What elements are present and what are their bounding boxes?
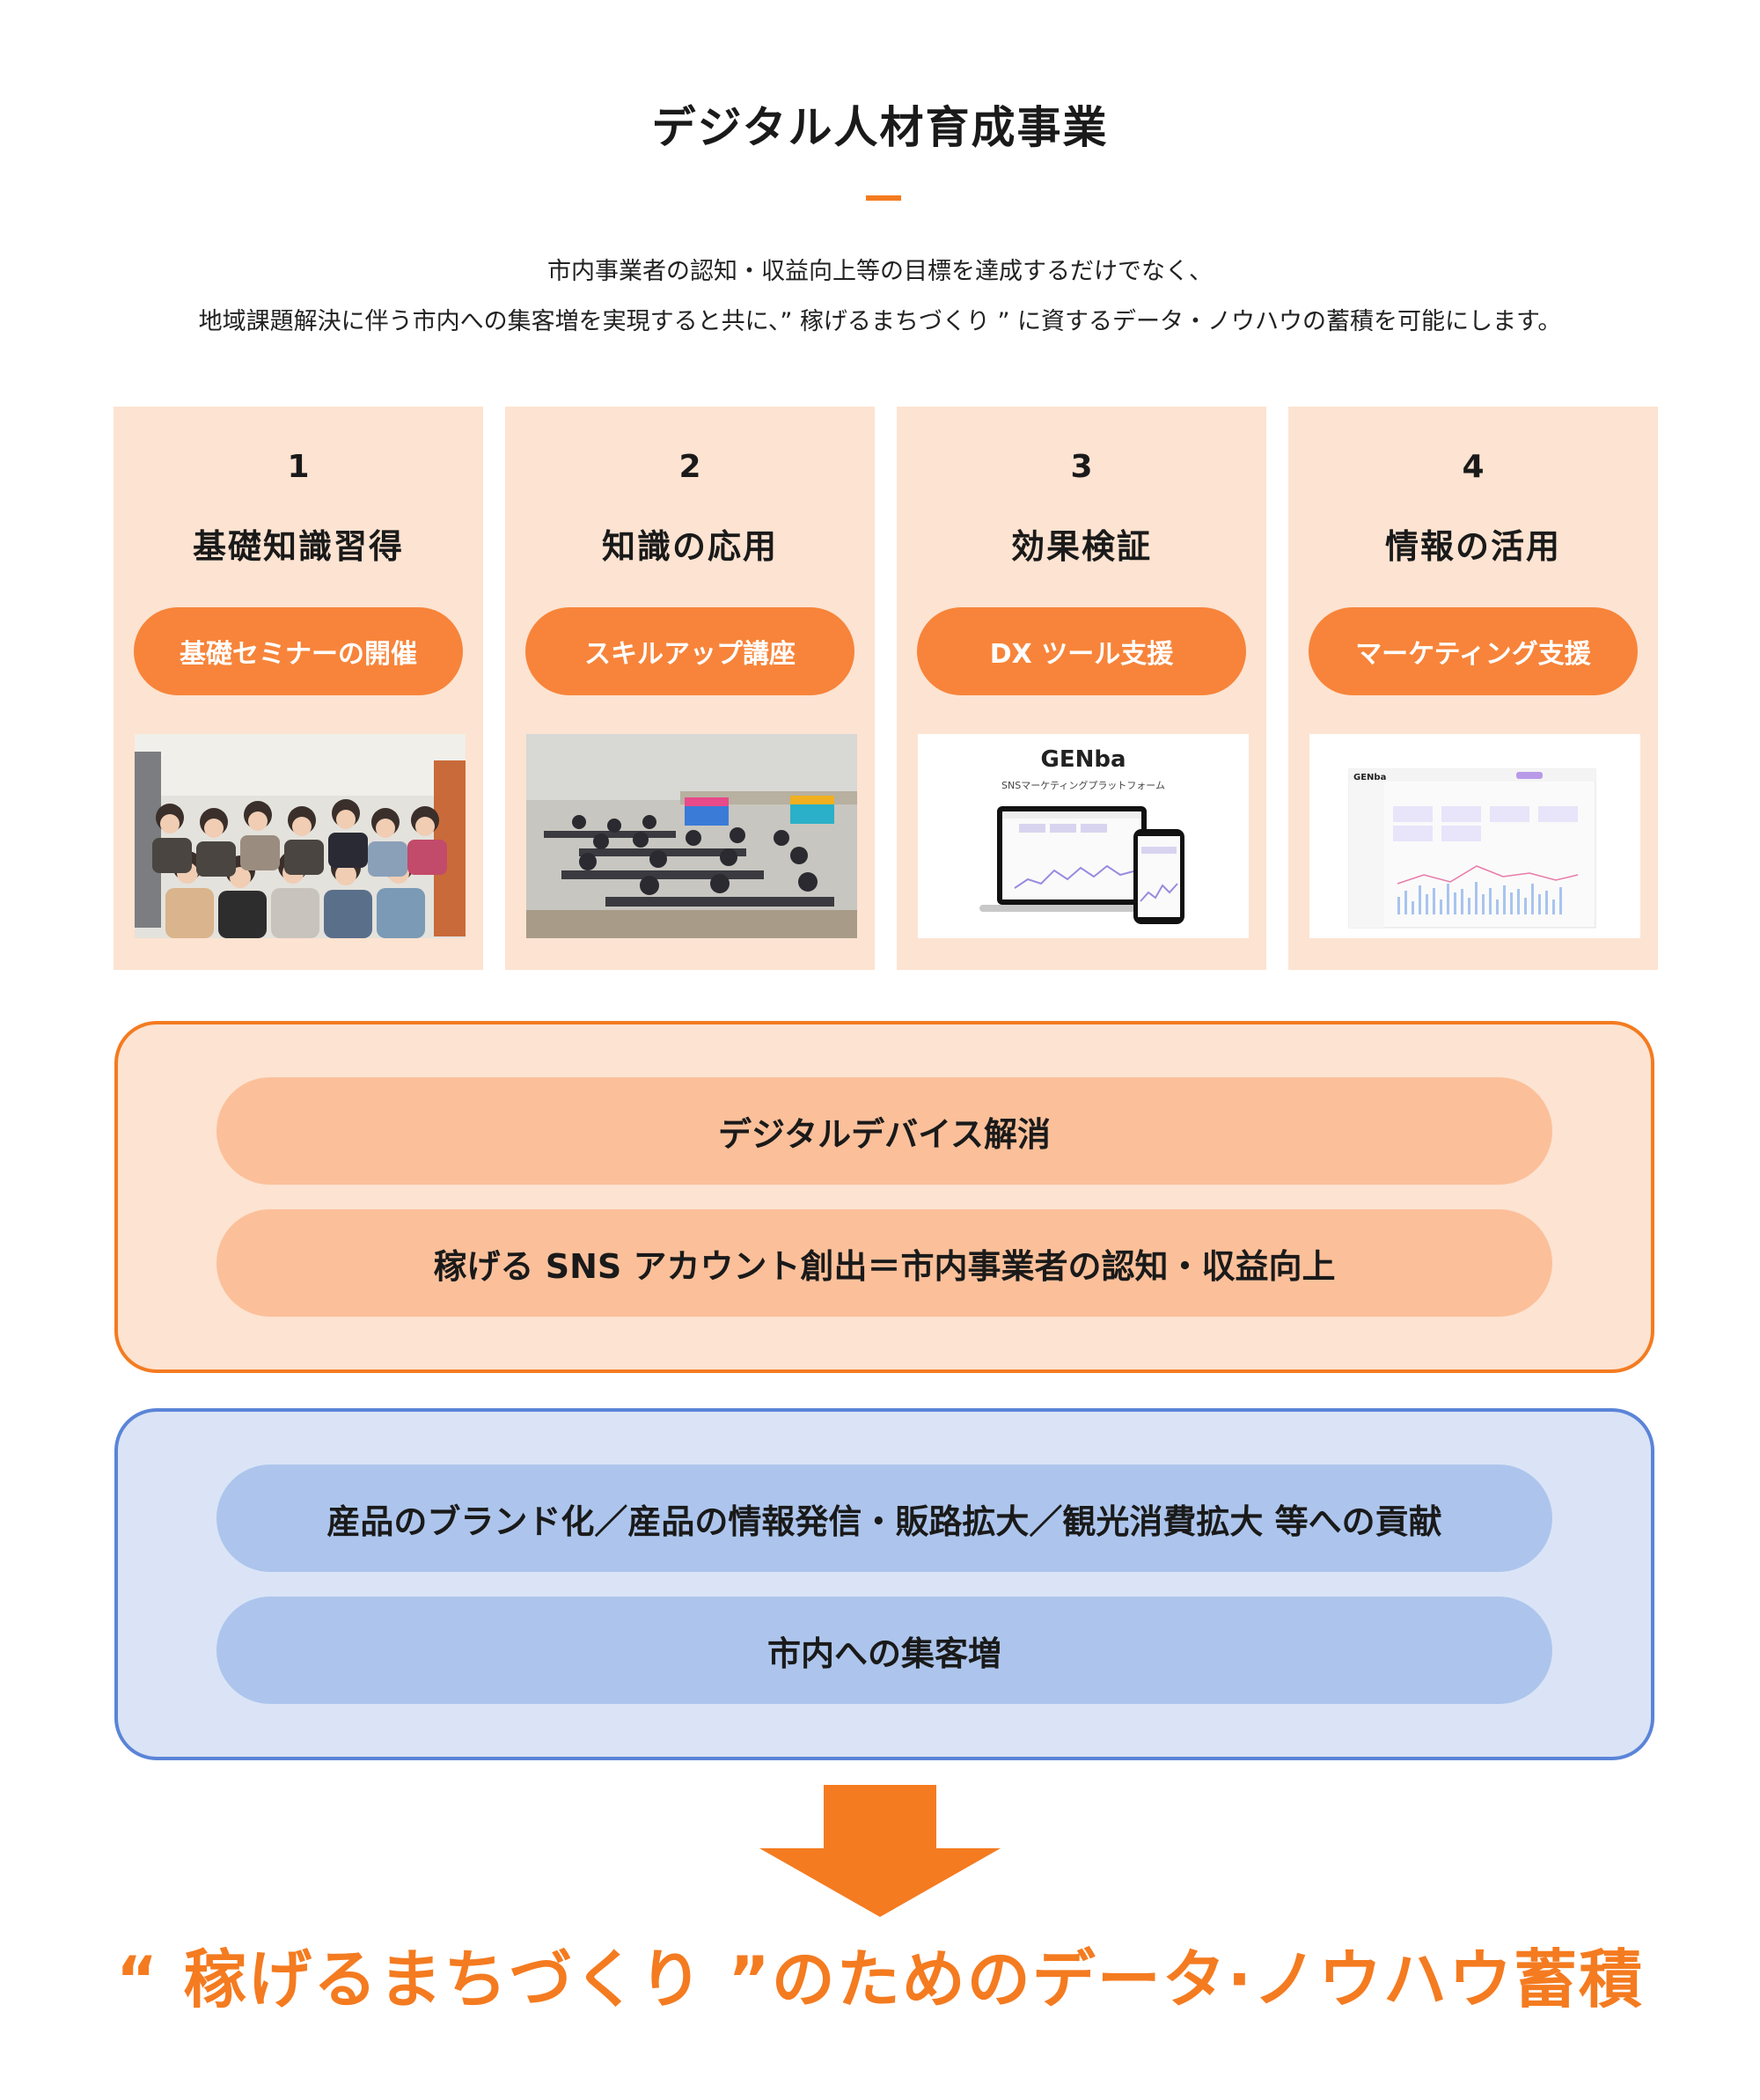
final-message: “ 稼げるまちづくり ”のためのデータ·ノウハウ蓄積 [115,1942,1645,2016]
group-photo [135,734,466,938]
genba-subtitle: SNSマーケティングプラットフォーム [1001,780,1165,791]
step-title: 効果検証 [1010,527,1152,566]
outcome-branding: 産品のブランド化／産品の情報発信・販路拡大／観光消費拡大 等への貢献 [216,1465,1552,1572]
dashboard-screenshot: GENba [1309,734,1640,938]
step-title: 知識の応用 [601,527,778,566]
step-card-3: 3 効果検証 DX ツール支援 GENba SNSマーケティングプラットフォーム [897,407,1266,970]
outcome-sns-accounts: 稼げる SNS アカウント創出＝市内事業者の認知・収益向上 [216,1209,1552,1317]
genba-logo: GENba [1353,773,1387,782]
outcome-box-blue: 産品のブランド化／産品の情報発信・販路拡大／観光消費拡大 等への貢献 市内への集… [114,1408,1654,1760]
step-number: 2 [678,449,701,485]
down-arrow-icon [759,1785,1001,1920]
step-title: 基礎知識習得 [192,527,404,566]
step-card-2: 2 知識の応用 スキルアップ講座 [505,407,875,970]
dx-tool-button[interactable]: DX ツール支援 [917,607,1246,695]
step-number: 4 [1462,449,1485,485]
outcome-box-orange: デジタルデバイス解消 稼げる SNS アカウント創出＝市内事業者の認知・収益向上 [114,1021,1654,1373]
step-number: 1 [287,449,310,485]
skillup-button[interactable]: スキルアップ講座 [525,607,854,695]
genba-product-image: GENba SNSマーケティングプラットフォーム [918,734,1249,938]
intro-text-line1: 市内事業者の認知・収益向上等の目標を達成するだけでなく、 [547,258,1213,285]
intro-text-line2: 地域課題解決に伴う市内への集客増を実現すると共に、” 稼げるまちづくり ” に資… [198,308,1562,335]
step-card-1: 1 基礎知識習得 基礎セミナーの開催 [114,407,483,970]
marketing-button[interactable]: マーケティング支援 [1309,607,1638,695]
seminar-photo [526,734,857,938]
step-title: 情報の活用 [1384,527,1561,566]
title-underline [866,195,901,201]
step-card-4: 4 情報の活用 マーケティング支援 GENba [1288,407,1658,970]
outcome-digital-divide: デジタルデバイス解消 [216,1077,1552,1185]
outcome-visitor-increase: 市内への集客増 [216,1597,1552,1704]
step-number: 3 [1070,449,1093,485]
genba-logo: GENba [1040,746,1126,773]
seminar-button[interactable]: 基礎セミナーの開催 [134,607,463,695]
page-title: デジタル人材育成事業 [651,102,1109,153]
